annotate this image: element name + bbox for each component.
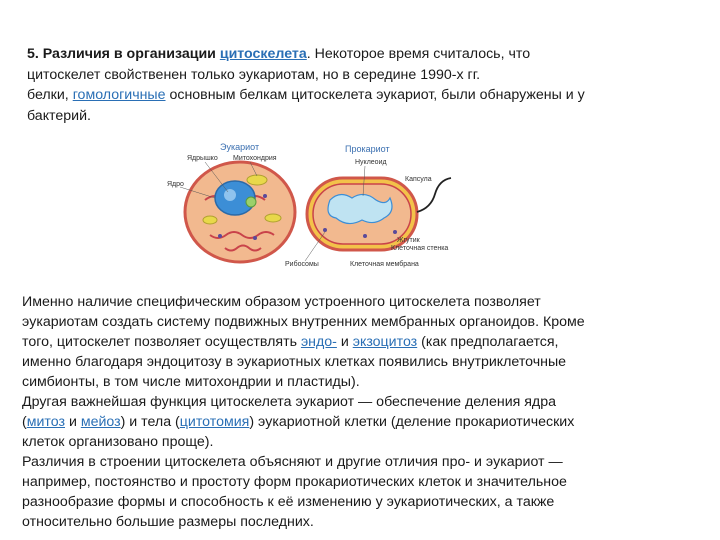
prokaryote-title: Прокариот bbox=[345, 144, 390, 154]
link-cytoskeleton[interactable]: цитоскелета bbox=[219, 46, 307, 62]
body-line: относительно большие размеры последних. bbox=[22, 514, 314, 530]
link-endo[interactable]: эндо- bbox=[300, 334, 337, 350]
body-line: симбионты, в том числе митохондрии и пла… bbox=[22, 374, 360, 390]
label-nucleolus: Ядрышко bbox=[187, 155, 218, 162]
heading-line3-end: основным белкам цитоскелета эукариот, бы… bbox=[165, 87, 585, 103]
heading-line2: цитоскелет свойственен только эукариотам… bbox=[27, 66, 481, 83]
label-ribosomes: Рибосомы bbox=[285, 260, 319, 268]
link-exocytosis[interactable]: экзоцитоз bbox=[352, 334, 418, 350]
link-meiosis[interactable]: мейоз bbox=[80, 414, 121, 430]
body-line: клеток организовано проще). bbox=[22, 434, 214, 450]
heading-paragraph: 5. Различия в организации цитоскелета. Н… bbox=[27, 44, 687, 126]
cell-comparison-figure: Эукариот Ядрышко Митохондрия Ядро Прокар… bbox=[165, 140, 455, 275]
heading-rest: . Некоторое время считалось, что bbox=[306, 46, 531, 62]
heading-line4: бактерий. bbox=[27, 107, 91, 124]
body-line: Другая важнейшая функция цитоскелета эук… bbox=[22, 394, 556, 410]
label-nucleus: Ядро bbox=[167, 181, 184, 188]
label-cell-membrane: Клеточная мембрана bbox=[350, 260, 419, 268]
body-line: ) эукариотной клетки (деление прокариоти… bbox=[249, 414, 575, 430]
body-line: (как предполагается, bbox=[417, 334, 559, 350]
label-flagellum: Жгутик bbox=[397, 237, 421, 244]
body-line: того, цитоскелет позволяет осуществлять bbox=[22, 334, 301, 350]
body-line: например, постоянство и простоту форм пр… bbox=[22, 474, 567, 490]
heading-number: 5. Различия в организации bbox=[27, 46, 220, 62]
body-line: ( bbox=[22, 414, 27, 430]
link-mitosis[interactable]: митоз bbox=[26, 414, 65, 430]
body-line: Именно наличие специфическим образом уст… bbox=[22, 294, 541, 310]
body-line: Различия в строении цитоскелета объясняю… bbox=[22, 454, 563, 470]
eukaryote-cell: Эукариот Ядрышко Митохондрия Ядро bbox=[167, 142, 297, 264]
link-homologous[interactable]: гомологичные bbox=[72, 87, 166, 103]
label-mitochondrion: Митохондрия bbox=[233, 155, 277, 162]
cell-diagram: Эукариот Ядрышко Митохондрия Ядро Прокар… bbox=[167, 142, 452, 268]
label-capsule: Капсула bbox=[405, 176, 432, 183]
body-line: и bbox=[336, 334, 353, 350]
label-nucleoid: Нуклеоид bbox=[355, 159, 387, 166]
body-line: разнообразие формы и способность к её из… bbox=[22, 494, 555, 510]
eukaryote-title: Эукариот bbox=[220, 142, 259, 152]
body-paragraph: Именно наличие специфическим образом уст… bbox=[22, 292, 702, 532]
heading-line3-start: белки, bbox=[27, 87, 73, 103]
body-line: ) и тела ( bbox=[120, 414, 180, 430]
body-line: и bbox=[65, 414, 81, 430]
body-line: эукариотам создать систему подвижных вну… bbox=[22, 314, 585, 330]
label-cell-wall: Клеточная стенка bbox=[391, 245, 448, 252]
body-line: именно благодаря эндоцитозу в эукариотны… bbox=[22, 354, 567, 370]
prokaryote-cell: Прокариот Нуклеоид Капсула Жгутик Клеточ… bbox=[285, 144, 452, 268]
link-cytotomy[interactable]: цитотомия bbox=[179, 414, 250, 430]
